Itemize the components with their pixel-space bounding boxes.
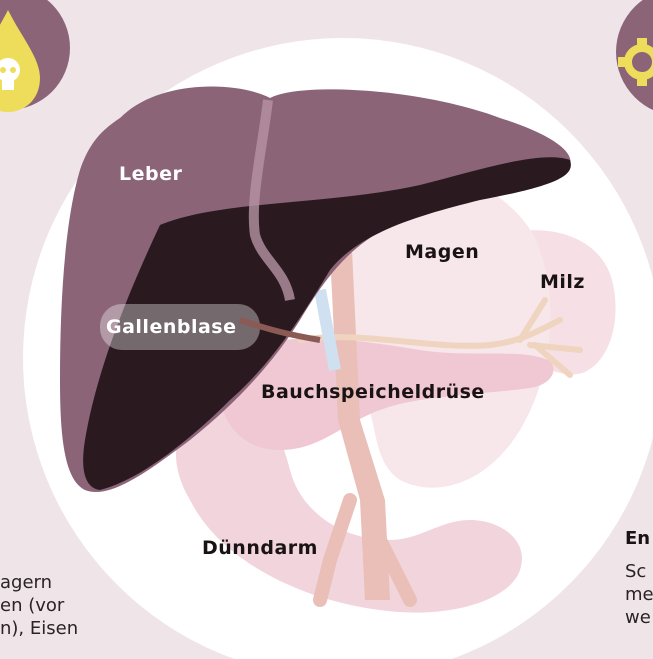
left-text-line-2: en (vor bbox=[0, 594, 64, 617]
left-text-line-1: agern bbox=[0, 571, 52, 594]
right-text-line-2: me bbox=[625, 583, 653, 606]
right-text-heading: En bbox=[625, 528, 650, 549]
label-milz: Milz bbox=[540, 271, 585, 293]
gear-icon bbox=[616, 0, 653, 116]
right-text-line-3: we bbox=[625, 606, 651, 629]
label-bauchspeicheldruese: Bauchspeicheldrüse bbox=[261, 381, 485, 403]
poison-drop-icon bbox=[0, 0, 70, 112]
left-text-line-3: n), Eisen bbox=[0, 617, 78, 640]
label-magen: Magen bbox=[405, 241, 479, 263]
right-text-line-1: Sc bbox=[625, 560, 646, 583]
label-duenndarm: Dünndarm bbox=[202, 537, 318, 559]
label-gallenblase: Gallenblase bbox=[106, 316, 236, 338]
label-leber: Leber bbox=[119, 163, 182, 185]
